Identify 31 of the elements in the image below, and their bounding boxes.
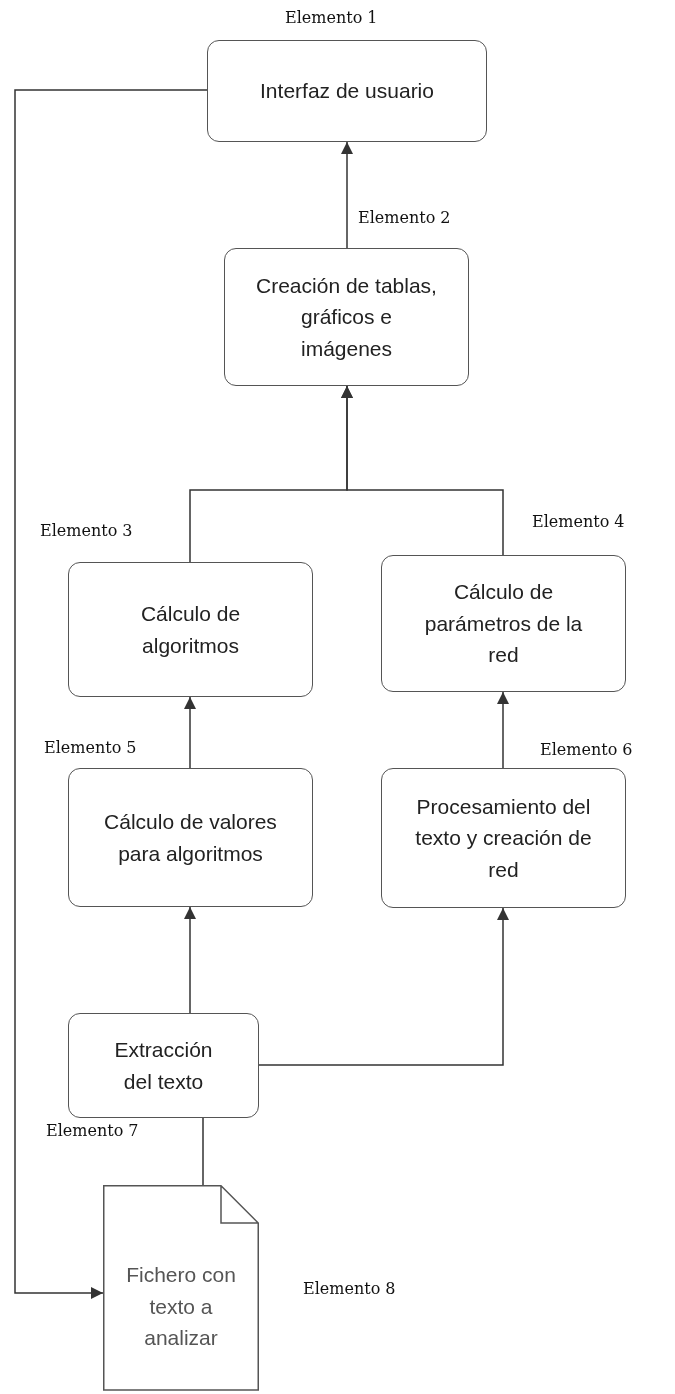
element-label: Elemento 7	[46, 1121, 139, 1140]
node-label: Fichero con texto a analizar	[125, 1262, 237, 1352]
node-label: Cálculo de algoritmos	[139, 601, 242, 659]
document-shape	[103, 1185, 259, 1390]
arrow	[184, 906, 196, 1014]
element-label: Elemento 2	[358, 208, 451, 227]
arrow	[184, 696, 196, 769]
node-label: Interfaz de usuario	[260, 78, 434, 105]
process-box	[68, 1013, 259, 1118]
node-label: Extracción del texto	[113, 1037, 214, 1095]
element-label: Elemento 1	[285, 8, 378, 27]
process-box	[224, 248, 469, 386]
arrow	[14, 89, 208, 1299]
process-box	[68, 562, 313, 697]
element-label: Elemento 4	[532, 512, 625, 531]
element-label: Elemento 5	[44, 738, 137, 757]
process-box	[381, 555, 626, 692]
arrow	[341, 385, 504, 556]
element-label: Elemento 6	[540, 740, 633, 759]
process-box	[381, 768, 626, 908]
node-label: Procesamiento del texto y creación de red	[414, 793, 593, 883]
node-label: Creación de tablas, gráficos e imágenes	[255, 272, 438, 362]
arrow	[497, 691, 509, 769]
arrow	[258, 907, 509, 1066]
node-label: Cálculo de valores para algoritmos	[103, 809, 278, 867]
element-label: Elemento 8	[303, 1279, 396, 1298]
node-label: Cálculo de parámetros de la red	[423, 579, 584, 669]
element-label: Elemento 3	[40, 521, 133, 540]
process-box	[207, 40, 487, 142]
process-box	[68, 768, 313, 907]
arrow	[341, 141, 353, 249]
